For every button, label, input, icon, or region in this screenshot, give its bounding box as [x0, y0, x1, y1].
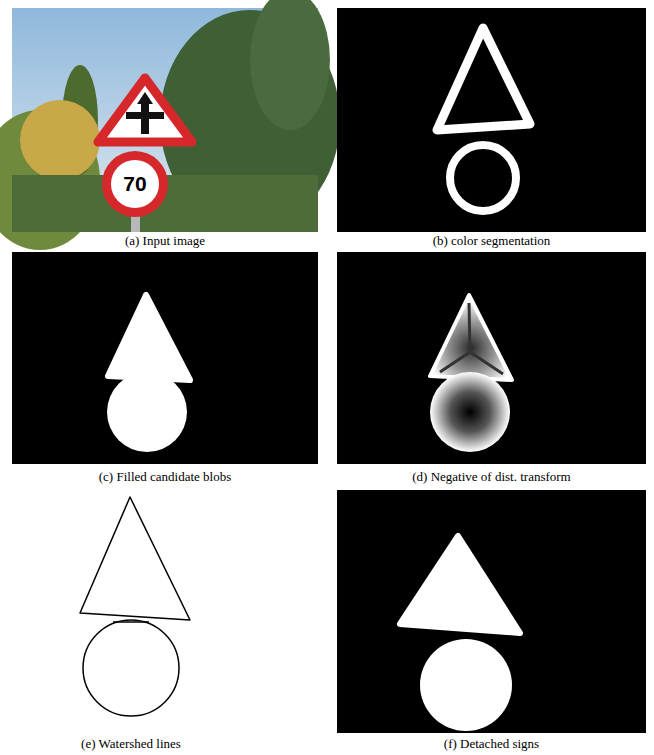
circle-watershed [83, 620, 179, 716]
warning-sign [98, 78, 192, 142]
circle-outline [450, 145, 516, 211]
panel-caption: (c) Filled candidate blobs [12, 469, 318, 485]
circle-blob [107, 372, 187, 452]
triangle-outline [437, 28, 530, 130]
panel-caption: (f) Detached signs [337, 736, 646, 752]
sign-symbol [126, 112, 164, 119]
panel-caption: (a) Input image [12, 233, 318, 249]
circle-distance [430, 372, 510, 452]
speed-sign [102, 151, 168, 217]
sign-symbol [137, 92, 153, 104]
tree [20, 100, 100, 180]
panel-caption: (d) Negative of dist. transform [337, 469, 646, 485]
hedge [250, 0, 330, 130]
ridge [440, 303, 503, 374]
triangle-watershed [80, 497, 190, 620]
speed-sign [111, 160, 159, 208]
panel-caption: (e) Watershed lines [31, 736, 231, 752]
panel-ground [337, 8, 646, 232]
triangle-sign [400, 536, 520, 633]
sign-number: 70 [110, 172, 160, 196]
panel-ground [337, 490, 646, 733]
panel-ground [12, 252, 318, 464]
watershed-cut [113, 621, 149, 623]
panel-caption: (b) color segmentation [337, 233, 646, 249]
triangle-blob [108, 295, 190, 380]
input-photo [0, 0, 340, 250]
panel-ground [337, 252, 646, 464]
circle-sign [420, 639, 512, 731]
triangle-distance [430, 295, 512, 380]
